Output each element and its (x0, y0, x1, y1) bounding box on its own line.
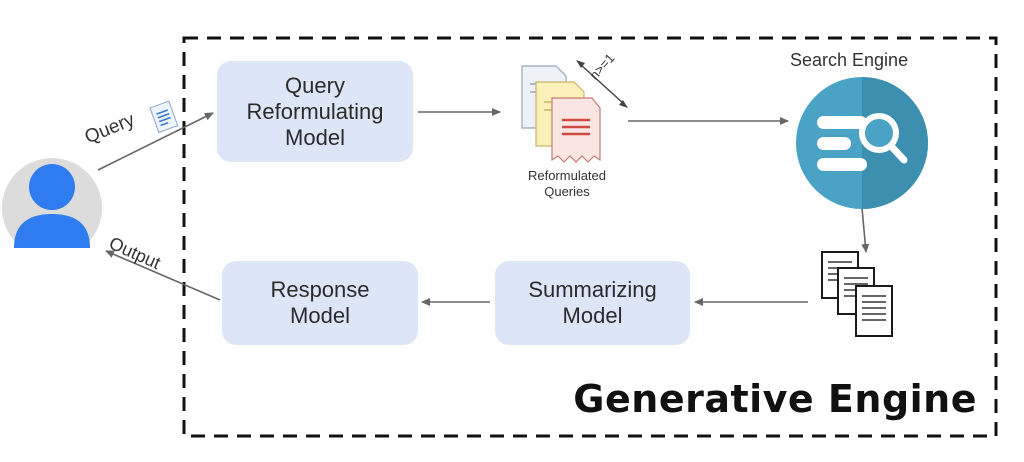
arrow-search-to-docs (861, 207, 870, 253)
engine-boundary (182, 36, 998, 438)
summarizing-model-label: Summarizing Model (528, 277, 657, 328)
response-model-box: Response Model (222, 261, 418, 345)
summarizing-model-box: Summarizing Model (495, 261, 690, 345)
reformulated-queries-label: Reformulated Queries (527, 168, 607, 199)
arrow-user-to-reformulator (97, 112, 214, 171)
query-reformulating-model-label: Query Reformulating Model (246, 72, 384, 150)
user-icon (2, 158, 102, 262)
search-engine-icon (796, 77, 928, 209)
query-document-icon (149, 100, 179, 134)
reformulated-queries-icon (521, 60, 628, 163)
retrieved-documents-icon (821, 251, 893, 337)
search-engine-label: Search Engine (790, 50, 909, 70)
arrow-response-to-user (105, 250, 221, 301)
query-reformulating-model-box: Query Reformulating Model (217, 61, 413, 162)
generative-engine-title: Generative Engine (573, 377, 977, 421)
response-model-label: Response Model (270, 277, 370, 328)
